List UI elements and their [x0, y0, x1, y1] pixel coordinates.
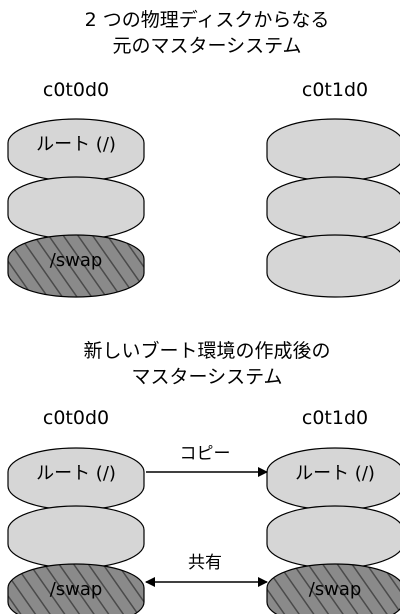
root-slice: ルート (/): [7, 118, 145, 182]
section-title-line-2: 元のマスターシステム: [112, 35, 301, 57]
section-original-system: 2 つの物理ディスクからなる 元のマスターシステム c0t0d0 c0t1d0 …: [7, 9, 400, 298]
slice-shape: [7, 505, 145, 569]
disk-label-c0t0d0: c0t0d0: [43, 407, 109, 429]
swap-slice: /swap: [7, 234, 145, 298]
slice-shape: [7, 447, 145, 511]
disk-label-c0t1d0: c0t1d0: [302, 79, 368, 101]
disk-slice: [7, 505, 145, 569]
disk-slice: [266, 234, 400, 298]
section-new-boot-environment: 新しいブート環境の作成後の マスターシステム c0t0d0 c0t1d0 ルート…: [7, 339, 400, 614]
swap-slice: /swap: [7, 563, 145, 614]
slice-shape: [7, 234, 145, 298]
slice-shape: [7, 563, 145, 614]
slice-label: ルート (/): [295, 463, 375, 484]
disk-c0t0d0: ルート (/) /swap: [7, 447, 145, 614]
root-slice: ルート (/): [7, 447, 145, 511]
disk-slice: [266, 505, 400, 569]
slice-label: ルート (/): [36, 134, 116, 155]
swap-slice: /swap: [266, 563, 400, 614]
slice-shape: [266, 176, 400, 240]
slice-shape: [7, 118, 145, 182]
section-title-line-2: マスターシステム: [131, 366, 282, 388]
slice-shape: [266, 118, 400, 182]
shared-arrow: 共有: [145, 553, 268, 587]
slice-label: ルート (/): [36, 463, 116, 484]
disk-slice: [7, 176, 145, 240]
disk-c0t0d0: ルート (/) /swap: [7, 118, 145, 298]
disk-label-c0t1d0: c0t1d0: [302, 407, 368, 429]
copy-arrow: コピー: [146, 444, 268, 477]
slice-label: /swap: [309, 579, 362, 600]
slice-label: /swap: [50, 250, 103, 271]
slice-shape: [266, 447, 400, 511]
slice-shape: [7, 176, 145, 240]
slice-label: /swap: [50, 579, 103, 600]
section-title-line-1: 新しいブート環境の作成後の: [83, 339, 330, 362]
root-slice: ルート (/): [266, 447, 400, 511]
disk-slice: [266, 118, 400, 182]
shared-arrow-label: 共有: [188, 553, 222, 573]
slice-shape: [266, 563, 400, 614]
disk-slice: [266, 176, 400, 240]
copy-arrow-label: コピー: [180, 444, 231, 464]
slice-shape: [266, 505, 400, 569]
disk-c0t1d0: [266, 118, 400, 298]
disk-c0t1d0: ルート (/) /swap: [266, 447, 400, 614]
disk-label-c0t0d0: c0t0d0: [43, 79, 109, 101]
section-title-line-1: 2 つの物理ディスクからなる: [85, 9, 330, 31]
slice-shape: [266, 234, 400, 298]
